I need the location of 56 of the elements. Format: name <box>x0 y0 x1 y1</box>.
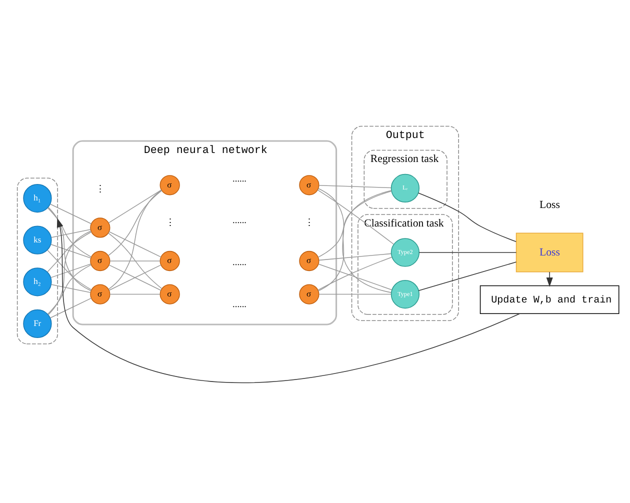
connector <box>318 190 392 258</box>
label: ⋮ <box>165 218 174 228</box>
connector <box>108 190 162 290</box>
node-circle: h₁ <box>23 184 52 213</box>
node-circle: σ <box>299 284 320 304</box>
node-circle: σ <box>160 250 180 272</box>
label: ⋮ <box>96 185 105 196</box>
connector <box>108 190 162 256</box>
label: Loss <box>540 199 560 212</box>
node-circle: σ <box>160 284 180 304</box>
node-circle: Fr <box>23 309 52 338</box>
label: ...... <box>232 300 246 310</box>
node-circle: σ <box>299 175 320 196</box>
node-circle: σ <box>299 250 320 272</box>
connector <box>318 185 392 188</box>
label: ...... <box>232 174 246 184</box>
connector <box>50 284 91 293</box>
node-circle: σ <box>90 284 110 304</box>
node-circle: σ <box>90 218 110 238</box>
connector <box>317 190 394 245</box>
node-circle: σ <box>160 175 180 196</box>
cluster <box>16 178 58 344</box>
connector <box>50 264 92 278</box>
connector <box>108 190 162 224</box>
connector <box>109 260 161 262</box>
connector <box>50 229 91 238</box>
node-circle: σ <box>90 250 110 272</box>
connector <box>48 208 92 258</box>
connector <box>418 192 516 242</box>
connector <box>318 264 392 290</box>
connector <box>48 206 92 292</box>
connector <box>48 230 92 316</box>
label: ...... <box>232 258 246 268</box>
connector <box>318 294 392 295</box>
arrow <box>56 218 520 383</box>
connector <box>47 231 92 272</box>
connector <box>50 244 92 258</box>
node-circle: h₂ <box>23 268 52 296</box>
connector <box>108 231 162 258</box>
connector <box>108 264 162 291</box>
connector <box>108 232 162 289</box>
arrow <box>546 272 553 287</box>
connector <box>50 204 92 224</box>
node-circle: ks <box>23 226 52 254</box>
connector <box>318 253 392 261</box>
connector <box>418 252 517 253</box>
connector <box>50 298 92 318</box>
label: ⋮ <box>304 218 314 228</box>
connector <box>318 256 392 290</box>
node-box: Update W,b and train <box>480 285 620 314</box>
node-box: Loss <box>516 232 584 272</box>
label: ...... <box>232 216 246 226</box>
connector <box>47 250 92 290</box>
connector <box>48 264 92 314</box>
connector <box>109 294 161 295</box>
connector <box>418 262 517 291</box>
